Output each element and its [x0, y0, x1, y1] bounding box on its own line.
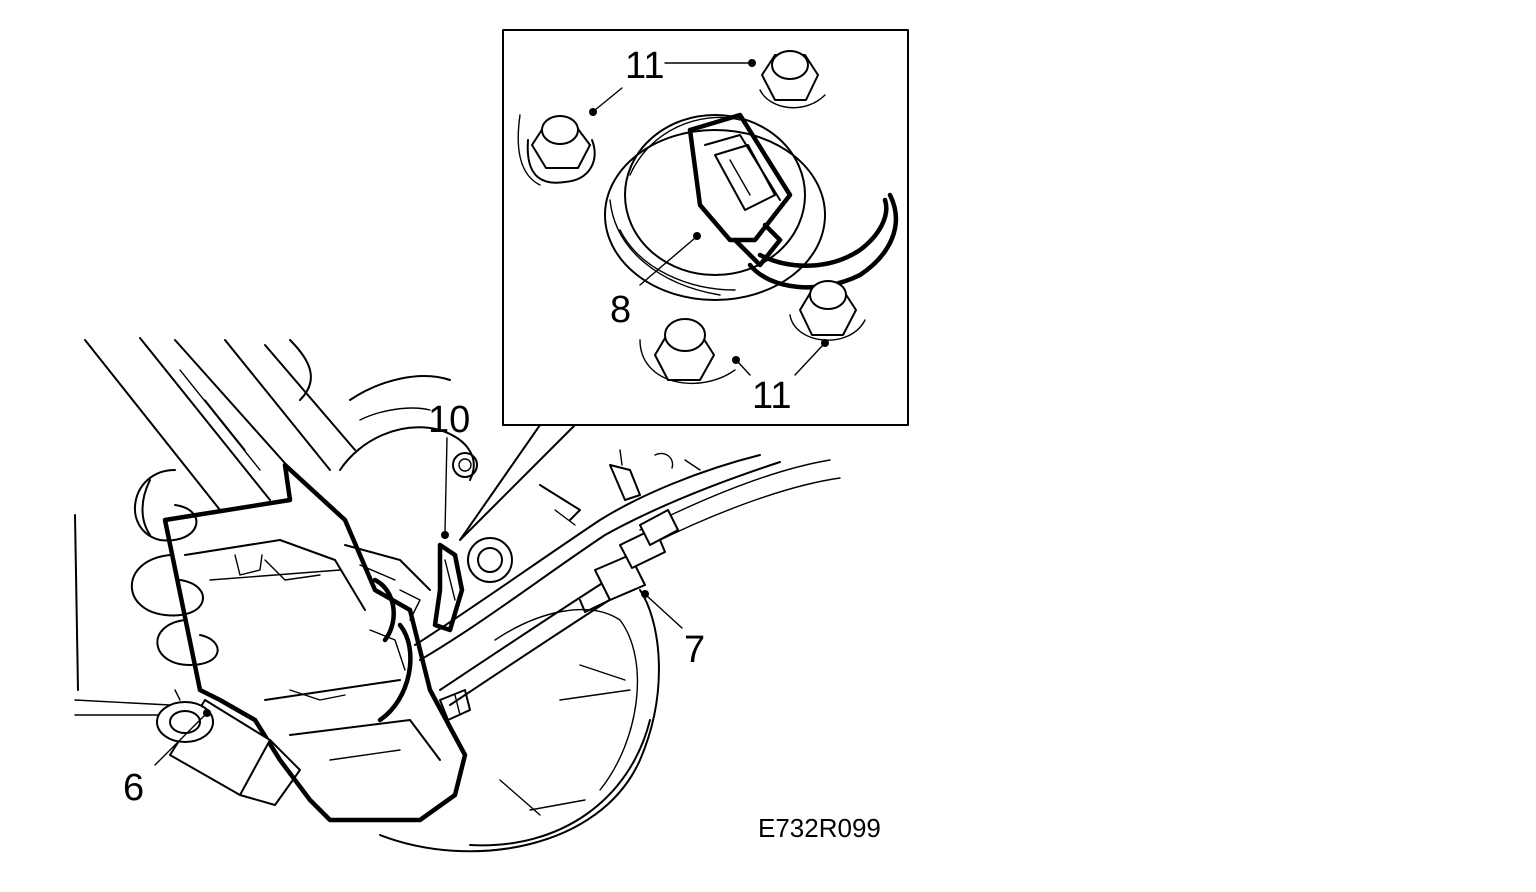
lower-fitting: [439, 689, 471, 721]
bolt-bottom-right: [789, 280, 866, 341]
sensor-connector: [432, 542, 465, 633]
leader-lines: [154, 59, 829, 766]
suspension-arm: [84, 337, 356, 511]
callout-6: 6: [123, 767, 144, 809]
frame-edge: [74, 514, 79, 691]
main-assembly-view: [74, 337, 841, 853]
bolt-bottom-left: [639, 318, 736, 385]
callout-11-top: 11: [625, 45, 664, 87]
brake-disc: [379, 589, 660, 853]
abs-cable-and-brake-hose: [414, 449, 841, 706]
bolt-top-left: [517, 114, 596, 186]
brake-pipe-loops: [130, 469, 219, 666]
sensor-cable: [747, 192, 899, 290]
callout-10: 10: [428, 399, 470, 441]
inset-pointer: [459, 424, 576, 541]
hub-bearing: [604, 114, 826, 301]
sensor-cable-inner: [757, 197, 889, 268]
detail-inset: [459, 29, 909, 541]
frame-edge-lower: [74, 699, 171, 706]
bolt-top-right: [759, 50, 826, 109]
figure-id: E732R099: [758, 813, 881, 843]
abs-sensor-plug: [687, 112, 793, 268]
callout-8: 8: [610, 289, 631, 331]
callout-7: 7: [684, 629, 705, 671]
wheel-speed-sensor: [156, 689, 301, 806]
splash-guard: [162, 462, 468, 823]
steering-knuckle: [339, 375, 513, 621]
callout-11-bottom: 11: [752, 375, 791, 417]
